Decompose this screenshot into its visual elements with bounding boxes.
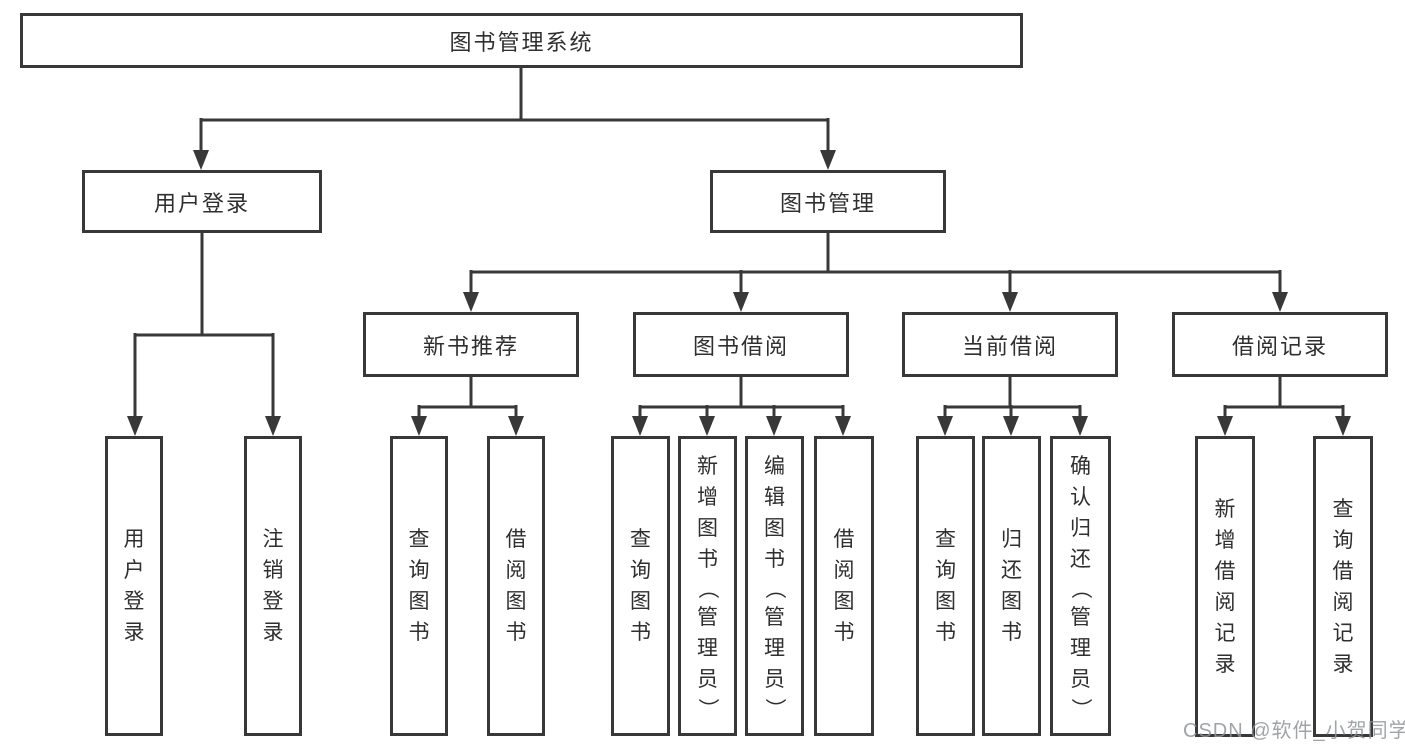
node-book-borrow-label: 图书借阅	[692, 333, 789, 359]
leaf-query-books-current-label: 查询图书	[935, 528, 956, 644]
leaf-logout: 注销登录	[244, 436, 302, 736]
leaf-user-login: 用户登录	[105, 436, 163, 736]
leaf-add-borrow-record: 新增借阅记录	[1195, 436, 1255, 737]
node-library-system-label: 图书管理系统	[449, 29, 594, 55]
leaf-confirm-return-admin: 确认归还（管理员）	[1050, 436, 1111, 736]
node-new-book-recommend-label: 新书推荐	[422, 333, 519, 359]
leaf-query-borrow-record-label: 查询借阅记录	[1332, 497, 1354, 676]
node-borrow-records: 借阅记录	[1172, 312, 1388, 377]
leaf-query-books-current: 查询图书	[916, 436, 975, 736]
leaf-add-borrow-record-label: 新增借阅记录	[1214, 497, 1236, 676]
node-current-borrow: 当前借阅	[902, 312, 1118, 377]
leaf-add-book-admin-label: 新增图书（管理员）	[696, 454, 719, 719]
node-current-borrow-label: 当前借阅	[961, 333, 1058, 359]
leaf-edit-book-admin-label: 编辑图书（管理员）	[763, 454, 786, 719]
node-borrow-records-label: 借阅记录	[1231, 333, 1328, 359]
watermark: CSDN @软件_小贺同学	[1183, 720, 1405, 742]
node-new-book-recommend: 新书推荐	[363, 312, 579, 377]
node-library-system: 图书管理系统	[20, 13, 1023, 68]
leaf-logout-label: 注销登录	[262, 528, 284, 644]
leaf-borrow-books-recommend: 借阅图书	[487, 436, 545, 736]
node-user-login: 用户登录	[82, 170, 322, 233]
node-book-borrow: 图书借阅	[633, 312, 849, 377]
leaf-return-book-label: 归还图书	[1001, 528, 1022, 644]
leaf-query-books-borrow-label: 查询图书	[630, 528, 651, 644]
leaf-borrow-books: 借阅图书	[814, 436, 874, 736]
leaf-borrow-books-label: 借阅图书	[833, 528, 855, 644]
leaf-query-books-recommend: 查询图书	[390, 436, 448, 736]
leaf-add-book-admin: 新增图书（管理员）	[678, 436, 737, 736]
leaf-confirm-return-admin-label: 确认归还（管理员）	[1069, 454, 1092, 719]
leaf-borrow-books-recommend-label: 借阅图书	[505, 528, 527, 644]
leaf-user-login-label: 用户登录	[123, 528, 145, 644]
leaf-edit-book-admin: 编辑图书（管理员）	[745, 436, 804, 736]
node-book-management-label: 图书管理	[779, 190, 876, 216]
node-book-management: 图书管理	[710, 170, 946, 233]
leaf-query-books-recommend-label: 查询图书	[408, 528, 430, 644]
leaf-return-book: 归还图书	[982, 436, 1041, 736]
leaf-query-borrow-record: 查询借阅记录	[1313, 436, 1373, 737]
leaf-query-books-borrow: 查询图书	[611, 436, 670, 736]
node-user-login-label: 用户登录	[153, 190, 250, 216]
